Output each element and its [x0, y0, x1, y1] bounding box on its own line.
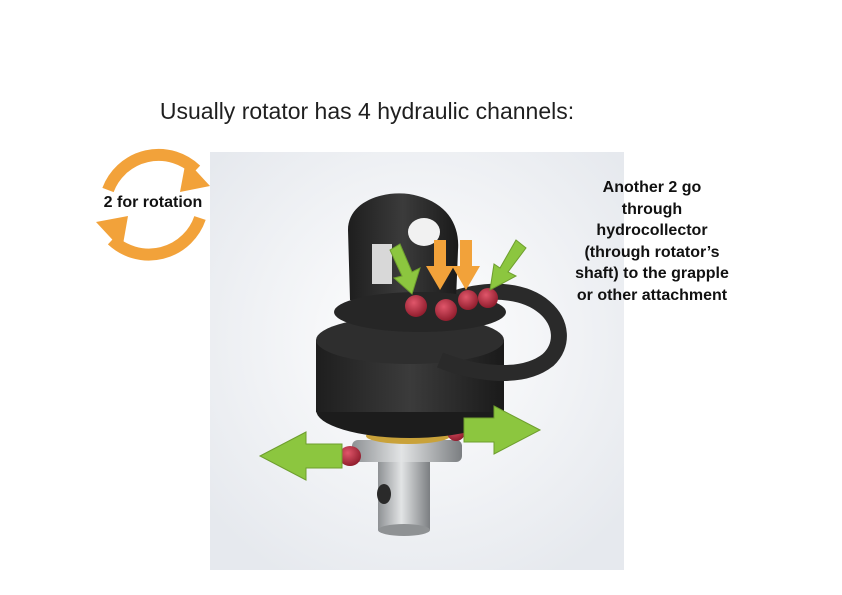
orange-arrow-port-1 — [426, 240, 454, 290]
port-2 — [435, 299, 457, 321]
side-note-line: through — [621, 200, 683, 218]
side-note: Another 2 go through hydrocollector (thr… — [552, 177, 752, 306]
side-note-line: Another 2 go — [602, 179, 702, 196]
port-4 — [478, 288, 498, 308]
port-3 — [458, 290, 478, 310]
side-note-line: or other attachment — [576, 286, 728, 304]
green-arrow-port-right — [489, 239, 527, 291]
circular-rotation-arrows-icon — [102, 148, 206, 261]
green-arrow-right — [463, 405, 542, 455]
orange-arrow-port-2 — [452, 240, 480, 290]
page-heading: Usually rotator has 4 hydraulic channels… — [159, 98, 575, 124]
side-note-line: hydrocollector — [596, 222, 708, 239]
hydraulic-ports — [405, 288, 498, 321]
rotation-arrowhead-bottom — [96, 216, 128, 250]
side-note-line: (through rotator’s — [584, 243, 720, 261]
rotation-arrowhead-top — [180, 160, 210, 192]
port-1 — [405, 295, 427, 317]
mount-hole — [408, 218, 440, 246]
side-note-line: shaft) to the grapple — [575, 265, 729, 282]
green-arrow-port-left — [389, 243, 421, 295]
rotation-label: 2 for rotation — [103, 194, 203, 211]
side-port-left — [339, 446, 361, 466]
shaft-hole — [377, 484, 391, 504]
green-arrow-left — [258, 431, 343, 481]
